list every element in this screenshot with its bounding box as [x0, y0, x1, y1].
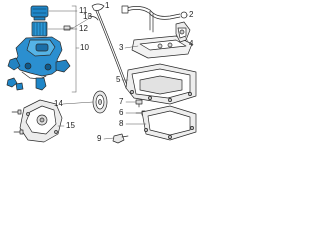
drain-plug-part [135, 99, 143, 108]
callout-5: 5 [116, 75, 121, 84]
callout-15: 15 [66, 121, 75, 130]
oil-pump-pickup-part [175, 21, 191, 43]
oil-filter-housing-part [7, 36, 71, 80]
callout-11: 11 [79, 6, 88, 15]
lower-oil-pan-part [141, 105, 197, 141]
callout-10-bracket [71, 5, 80, 93]
leader-lines [47, 5, 189, 140]
oil-filter-cap-part [30, 5, 49, 21]
front-cover-part [19, 99, 63, 143]
windage-tray-part [131, 35, 193, 59]
callout-10: 10 [80, 43, 89, 52]
callout-7: 7 [119, 97, 124, 106]
callout-12: 12 [79, 24, 88, 33]
callout-6: 6 [119, 108, 124, 117]
upper-oil-pan-part [125, 63, 197, 105]
oil-sensor-part [112, 133, 129, 144]
dipstick-tube-bolt-part [63, 25, 74, 31]
callout-14: 14 [54, 99, 63, 108]
pulley-part [92, 90, 108, 114]
housing-hardware [6, 77, 47, 91]
callout-2: 2 [189, 10, 194, 19]
diagram-artwork [6, 3, 197, 144]
dipstick-part [87, 3, 129, 89]
callout-3: 3 [119, 43, 124, 52]
oil-filter-element-part [31, 21, 48, 37]
parts-diagram: 11 12 10 13 1 2 3 4 5 7 6 8 9 14 15 [0, 0, 200, 147]
callout-4: 4 [189, 39, 194, 48]
front-cover-bolts [11, 109, 24, 135]
callout-8: 8 [119, 119, 124, 128]
dipstick-tube-part [121, 5, 188, 33]
callout-1: 1 [105, 1, 110, 10]
callout-13: 13 [83, 12, 92, 21]
callout-9: 9 [97, 134, 102, 143]
